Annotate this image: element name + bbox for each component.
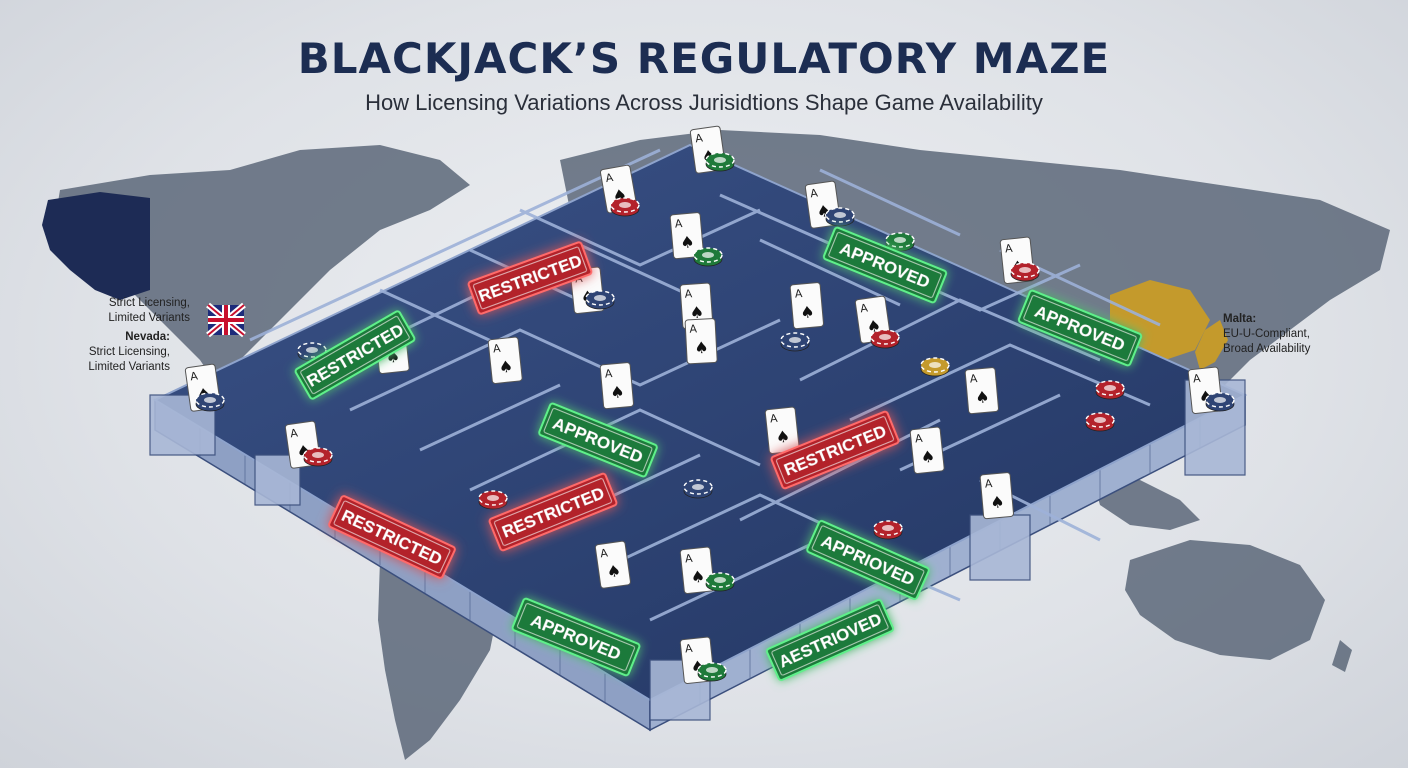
japan-highlight: [1195, 320, 1228, 370]
svg-text:A: A: [684, 552, 693, 566]
page-subtitle: How Licensing Variations Across Jurisidt…: [365, 90, 1043, 115]
svg-text:♠: ♠: [920, 447, 936, 467]
svg-text:A: A: [914, 432, 923, 446]
svg-text:A: A: [1192, 372, 1201, 386]
casino-chip-icon: [705, 152, 735, 172]
svg-text:♠: ♠: [689, 302, 705, 322]
svg-text:A: A: [984, 477, 993, 491]
approved-sign: APPRIOVED: [806, 520, 930, 600]
playing-card-icon: A♠: [669, 212, 704, 260]
casino-chip-icon: [195, 392, 225, 412]
callout-line: EU-U-Compliant,: [1223, 328, 1310, 340]
union-flag-icon: [206, 302, 246, 338]
callout-line: Limited Variants: [88, 361, 170, 373]
casino-chip-icon: [303, 447, 333, 467]
north-america-land: [55, 145, 470, 390]
playing-card-icon: A♠: [599, 362, 634, 410]
callout-line: Strict Licensing,: [108, 297, 190, 309]
playing-card-icon: A♠: [679, 546, 715, 594]
playing-card-icon: A♠: [487, 336, 523, 384]
svg-text:A: A: [684, 642, 693, 656]
callout-left-top: Strict Licensing, Limited Variants: [40, 296, 190, 326]
svg-text:A: A: [289, 426, 299, 440]
casino-chip-icon: [610, 197, 640, 217]
alaska-highlight: [42, 192, 150, 300]
callout-line: Limited Variants: [108, 312, 190, 324]
casino-chip-icon: [478, 490, 508, 510]
casino-chip-icon: [885, 232, 915, 252]
callout-malta: Malta: EU-U-Compliant, Broad Availabilit…: [1223, 312, 1393, 357]
playing-card-icon: A♠: [789, 282, 824, 330]
page-title: BLACKJACK’S REGULATORY MAZE: [297, 34, 1111, 83]
casino-chip-icon: [1095, 380, 1125, 400]
playing-card-icon: A♠: [679, 636, 715, 684]
svg-text:A: A: [694, 131, 704, 145]
svg-text:A: A: [492, 342, 501, 356]
casino-chip-icon: [873, 520, 903, 540]
svg-text:A: A: [189, 369, 199, 383]
svg-text:♠: ♠: [605, 561, 622, 582]
svg-text:♠: ♠: [989, 492, 1005, 512]
casino-chip-icon: [825, 207, 855, 227]
svg-text:A: A: [604, 367, 613, 381]
playing-card-icon: A♠: [1187, 366, 1223, 414]
svg-text:♠: ♠: [799, 302, 815, 322]
svg-text:A: A: [604, 171, 614, 185]
svg-text:♠: ♠: [498, 357, 514, 377]
callout-line: Broad Availability: [1223, 343, 1311, 355]
svg-text:♠: ♠: [679, 232, 695, 252]
svg-text:♠: ♠: [775, 427, 791, 447]
casino-chip-icon: [683, 479, 713, 499]
svg-text:A: A: [794, 287, 803, 301]
svg-text:A: A: [969, 372, 978, 386]
svg-text:A: A: [599, 546, 609, 560]
casino-chip-icon: [780, 332, 810, 352]
callout-line: Strict Licensing,: [88, 346, 170, 358]
playing-card-icon: A♠: [979, 472, 1014, 520]
casino-chip-icon: [705, 572, 735, 592]
svg-text:♠: ♠: [690, 567, 706, 587]
svg-text:A: A: [689, 322, 698, 335]
playing-card-icon: A♠: [764, 406, 800, 454]
svg-text:A: A: [859, 301, 869, 315]
callout-head: Nevada:: [125, 331, 170, 343]
callout-nevada: Nevada: Strict Licensing, Limited Varian…: [20, 330, 170, 375]
svg-text:A: A: [1004, 242, 1013, 256]
casino-chip-icon: [920, 357, 950, 377]
casino-chip-icon: [1085, 412, 1115, 432]
restricted-sign: RESTRICTED: [488, 472, 618, 552]
australia-land: [1125, 540, 1325, 660]
playing-card-icon: A♠: [964, 367, 999, 415]
casino-chip-icon: [870, 329, 900, 349]
new-zealand-land: [1332, 640, 1352, 672]
casino-chip-icon: [1010, 262, 1040, 282]
svg-text:♠: ♠: [974, 387, 990, 407]
svg-text:♠: ♠: [694, 338, 709, 358]
casino-chip-icon: [1205, 392, 1235, 412]
svg-text:♠: ♠: [609, 382, 625, 402]
svg-text:A: A: [674, 217, 683, 231]
svg-text:A: A: [769, 412, 778, 426]
casino-chip-icon: [585, 290, 615, 310]
casino-chip-icon: [693, 247, 723, 267]
casino-chip-icon: [697, 662, 727, 682]
svg-text:A: A: [684, 287, 693, 301]
svg-text:A: A: [809, 186, 819, 200]
playing-card-icon: A♠: [909, 426, 945, 474]
playing-card-icon: A♠: [594, 540, 631, 589]
callout-head: Malta:: [1223, 313, 1257, 325]
playing-card-icon: A♠: [684, 318, 718, 365]
